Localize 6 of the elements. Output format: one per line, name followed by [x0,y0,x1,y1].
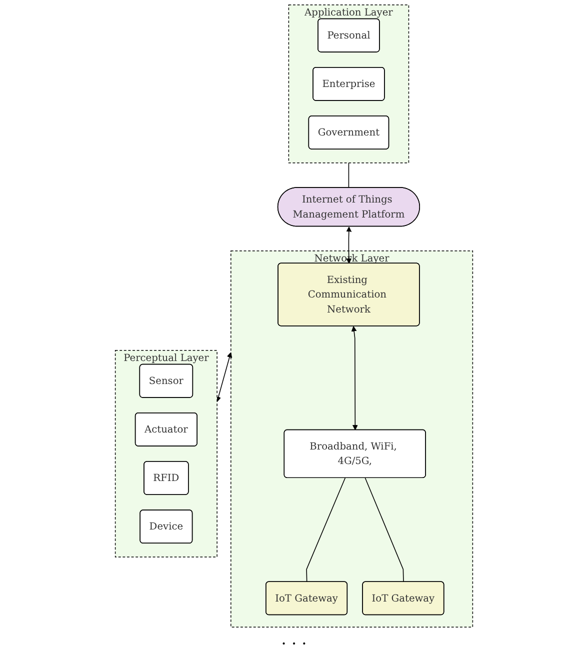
ellipsis-text: · · · [281,634,307,653]
connector [364,478,404,582]
connector [348,162,350,188]
connector [306,478,346,582]
arrow [351,326,358,430]
arrow [216,352,232,402]
